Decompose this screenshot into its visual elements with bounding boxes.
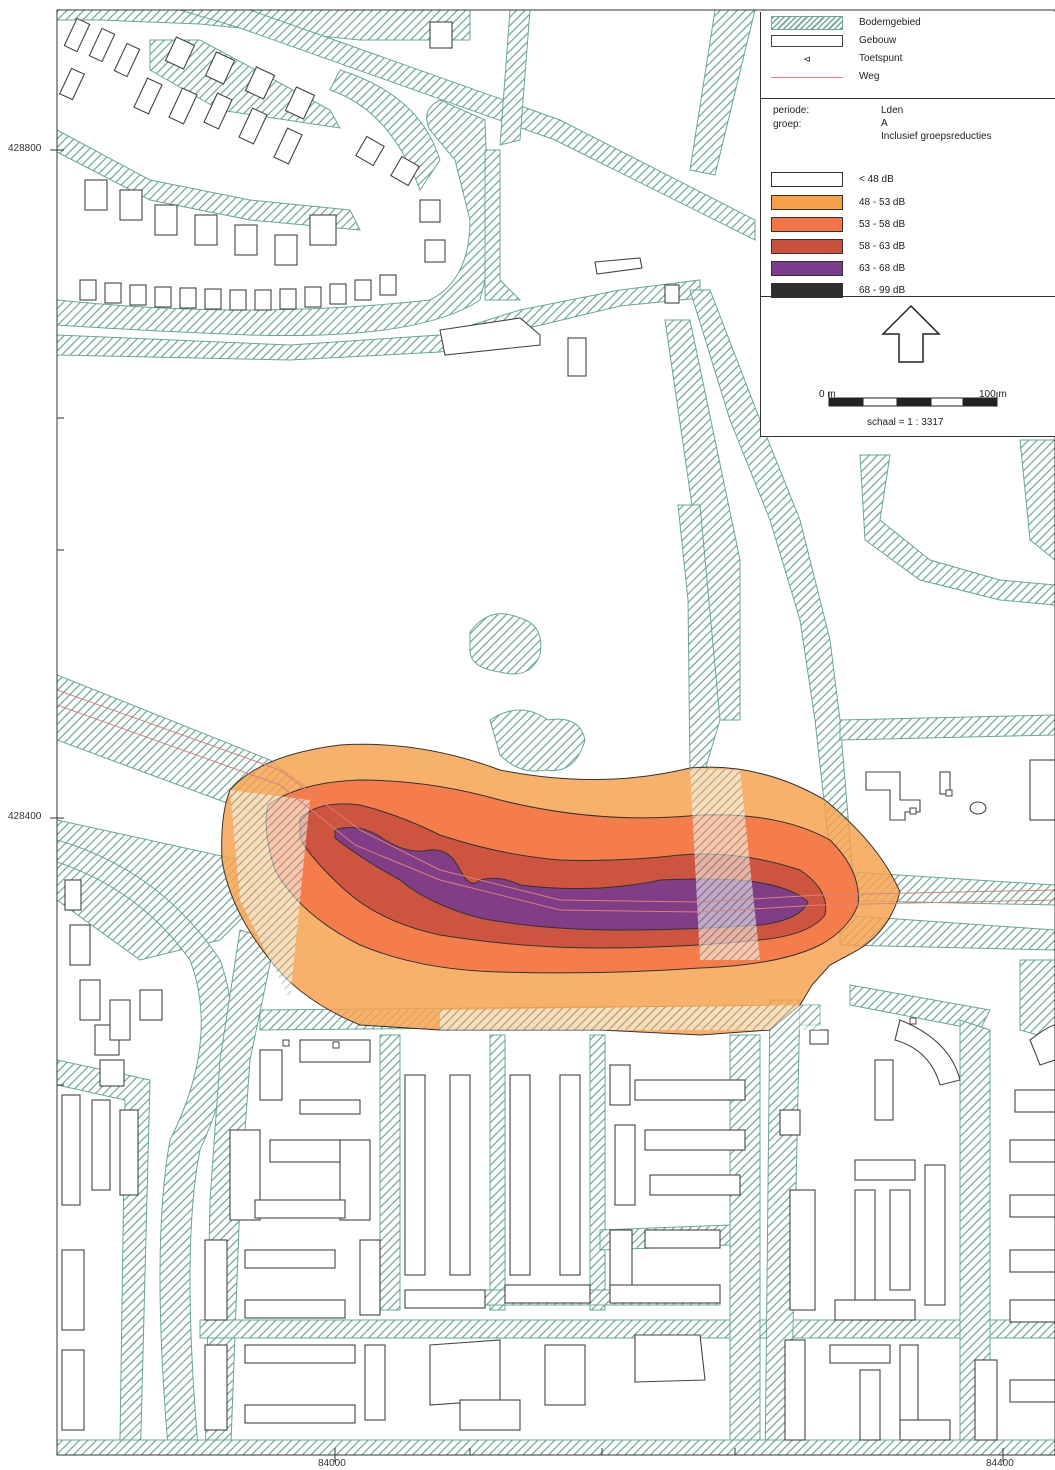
scale-bar bbox=[828, 392, 998, 407]
legend-row-building: Gebouw bbox=[771, 34, 1041, 50]
test-points bbox=[282, 789, 953, 1049]
band-label-4: 58 - 63 dB bbox=[859, 241, 906, 252]
building-swatch bbox=[771, 35, 843, 47]
band-swatch-4 bbox=[771, 239, 843, 254]
road-swatch bbox=[771, 77, 843, 78]
map-legend: Bodemgebied Gebouw ⊲ Toetspunt Weg perio… bbox=[760, 12, 1055, 437]
hatch-swatch bbox=[771, 16, 843, 30]
x-label-84000: 84000 bbox=[318, 1458, 346, 1469]
band-swatch-6 bbox=[771, 283, 843, 298]
periode-value: Lden bbox=[881, 105, 904, 116]
buildings bbox=[59, 17, 1055, 1441]
groep-value: A bbox=[881, 118, 888, 129]
north-arrow-icon bbox=[828, 304, 998, 407]
y-label-428400: 428400 bbox=[8, 811, 42, 822]
legend-row-road: Weg bbox=[771, 70, 1041, 86]
band-swatch-2 bbox=[771, 195, 843, 210]
scale-end-label: 100 m bbox=[979, 389, 1007, 400]
y-label-428800: 428800 bbox=[8, 143, 42, 154]
noise-contours bbox=[221, 743, 901, 1036]
legend-label-building: Gebouw bbox=[859, 35, 897, 46]
band-label-3: 53 - 58 dB bbox=[859, 219, 906, 230]
band-label-1: < 48 dB bbox=[859, 174, 894, 185]
legend-row-point: ⊲ Toetspunt bbox=[771, 52, 1041, 68]
periode-label: periode: bbox=[773, 105, 810, 116]
band-label-6: 68 - 99 dB bbox=[859, 285, 906, 296]
test-point-icon: ⊲ bbox=[803, 54, 811, 64]
groep-note: Inclusief groepsreducties bbox=[881, 131, 992, 142]
band-swatch-1 bbox=[771, 172, 843, 187]
map-frame bbox=[50, 9, 1055, 1462]
x-label-84400: 84400 bbox=[986, 1458, 1014, 1469]
groep-label: groep: bbox=[773, 119, 802, 130]
band-swatch-3 bbox=[771, 217, 843, 232]
roads bbox=[57, 689, 1055, 913]
legend-label-point: Toetspunt bbox=[859, 53, 903, 64]
legend-north-scale: 0 m 100 m schaal = 1 : 3317 bbox=[761, 296, 1055, 436]
band-label-5: 63 - 68 dB bbox=[859, 263, 906, 274]
legend-bands: periode: groep: Lden A Inclusief groepsr… bbox=[761, 98, 1055, 298]
legend-label-road: Weg bbox=[859, 71, 880, 82]
legend-symbols: Bodemgebied Gebouw ⊲ Toetspunt Weg bbox=[761, 12, 1055, 99]
legend-row-ground: Bodemgebied bbox=[771, 16, 1041, 32]
band-label-2: 48 - 53 dB bbox=[859, 197, 906, 208]
band-swatch-5 bbox=[771, 261, 843, 276]
scale-start-label: 0 m bbox=[819, 389, 836, 400]
scale-text: schaal = 1 : 3317 bbox=[867, 417, 944, 428]
legend-label-ground: Bodemgebied bbox=[859, 17, 921, 28]
